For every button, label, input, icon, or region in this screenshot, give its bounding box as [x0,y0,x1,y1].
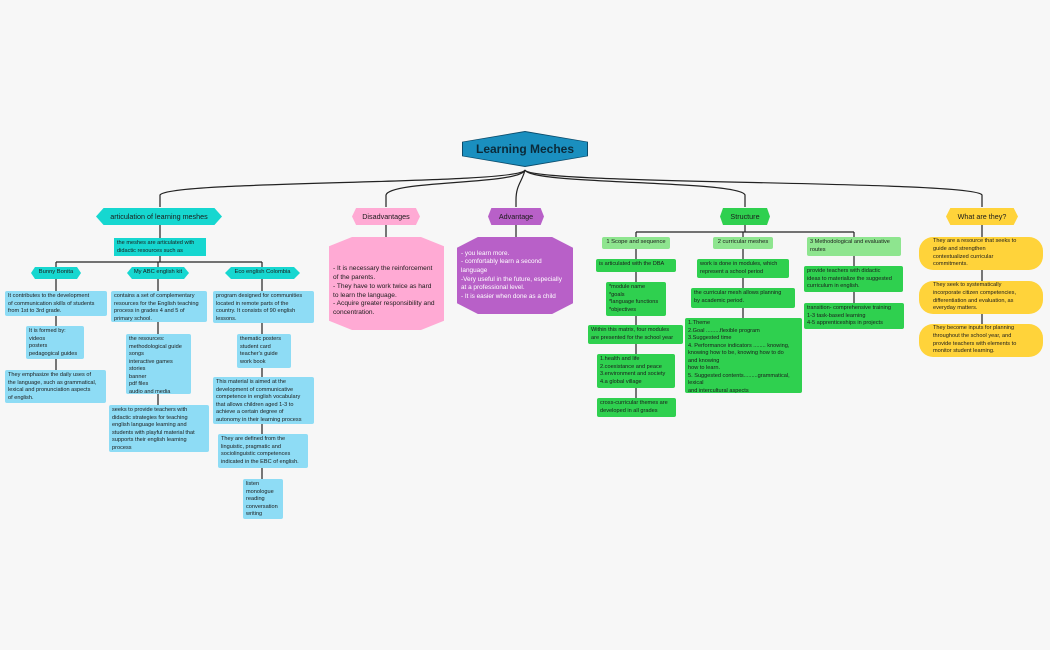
bunny-node-2[interactable]: It is formed by: videos posters pedagogi… [26,326,84,359]
resource-eco-english[interactable]: Eco english Colombia [225,267,300,279]
abc-node-1[interactable]: contains a set of complementary resource… [111,291,207,322]
advantage-list[interactable]: - you learn more. - comfortably learn a … [457,237,573,314]
what-node-2[interactable]: They seek to systematically incorporate … [919,281,1043,314]
curricular-node-1[interactable]: work is done in modules, which represent… [697,259,789,278]
branch-what-are-they[interactable]: What are they? [946,208,1018,225]
eco-node-4[interactable]: They are defined from the linguistic, pr… [218,434,308,468]
link-root-advantage [515,169,526,207]
resource-bunny-bonita[interactable]: Bunny Bonita [31,267,81,279]
eco-node-5[interactable]: listen monologue reading conversation wr… [243,479,283,519]
structure-methodological-routes[interactable]: 3 Methodological and evaluative routes [807,237,901,256]
branch-disadvantages[interactable]: Disadvantages [352,208,420,225]
branch-articulation[interactable]: articulation of learning meshes [96,208,222,225]
branch-advantage[interactable]: Advantage [488,208,544,225]
link-root-structure [524,169,746,207]
what-node-1[interactable]: They are a resource that seeks to guide … [919,237,1043,270]
scope-node-5[interactable]: cross-curricular themes are developed in… [597,398,676,417]
curricular-node-3[interactable]: 1.Theme 2.Goal .........flexible program… [685,318,802,393]
eco-node-2[interactable]: thematic posters student card teacher's … [237,334,291,368]
eco-node-3[interactable]: This material is aimed at the developmen… [213,377,314,424]
link-root-articulation [159,169,526,207]
method-node-2[interactable]: transition- comprehensive training 1-3 t… [804,303,904,329]
scope-node-4[interactable]: 1.health and life 2.coexistance and peac… [597,354,675,388]
eco-node-1[interactable]: program designed for communities located… [213,291,314,323]
curricular-node-2[interactable]: the curricular mesh allows planning by a… [691,288,795,308]
abc-node-3[interactable]: seeks to provide teachers with didactic … [109,405,209,452]
what-node-3[interactable]: They become inputs for planning througho… [919,324,1043,357]
scope-node-2[interactable]: *module name *goals *language functions … [606,282,666,316]
link-root-what [524,169,983,207]
abc-node-2[interactable]: the resources: methodological guide song… [126,334,191,394]
branch-structure[interactable]: Structure [720,208,770,225]
articulation-description[interactable]: the meshes are articulated with didactic… [114,238,206,256]
scope-node-1[interactable]: is articulated with the DBA [596,259,676,272]
bunny-node-1[interactable]: It contributes to the development of com… [5,291,107,316]
resource-my-abc-kit[interactable]: My ABC english kit [127,267,189,279]
structure-curricular-meshes[interactable]: 2 curricular meshes [713,237,773,249]
bunny-node-3[interactable]: They emphasize the daily uses of the lan… [5,370,106,403]
disadvantages-list[interactable]: - It is necessary the reinforcement of t… [329,237,444,330]
structure-scope-sequence[interactable]: 1 Scope and sequence [602,237,670,249]
link-root-disadvantages [385,169,526,207]
method-node-1[interactable]: provide teachers with didactic ideas to … [804,266,903,292]
scope-node-3[interactable]: Within this matrix, four modules are pre… [588,325,683,344]
